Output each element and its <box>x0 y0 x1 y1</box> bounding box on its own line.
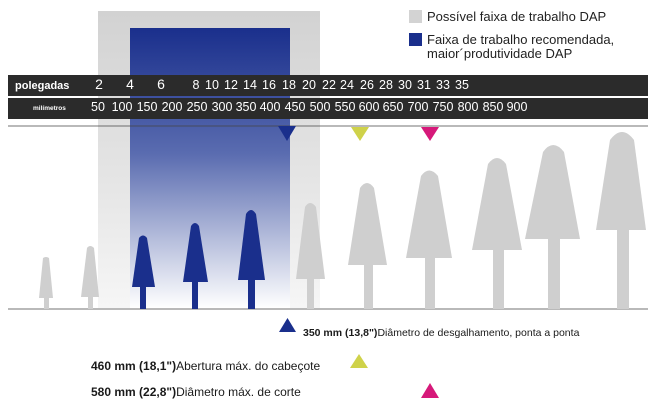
note-navy: 350 mm (13,8")Diâmetro de desgalhamento,… <box>303 327 579 339</box>
mm-tick-750: 750 <box>432 100 454 114</box>
inch-tick-26: 26 <box>360 78 374 92</box>
mm-scale-bar <box>8 98 648 119</box>
inch-tick-31: 31 <box>417 78 431 92</box>
note-magenta-text: Diâmetro máx. de corte <box>176 385 301 399</box>
legend-possible-label: Possível faixa de trabalho DAP <box>427 9 607 24</box>
note-navy-value: 350 mm (13,8") <box>303 327 378 339</box>
tree-6 <box>296 203 325 309</box>
mm-tick-250: 250 <box>186 100 208 114</box>
inch-tick-28: 28 <box>379 78 393 92</box>
mm-tick-550: 550 <box>334 100 356 114</box>
mm-tick-400: 400 <box>259 100 281 114</box>
inch-tick-20: 20 <box>302 78 316 92</box>
mm-tick-900: 900 <box>506 100 528 114</box>
tree-4 <box>183 223 208 309</box>
legend-swatch-recommended <box>409 33 422 46</box>
mm-tick-500: 500 <box>309 100 331 114</box>
tree-8 <box>406 170 452 309</box>
mm-tick-850: 850 <box>482 100 504 114</box>
recommended-range-band <box>130 28 290 308</box>
legend-recommended-line1: Faixa de trabalho recomendada, <box>427 32 615 47</box>
marker-navy-triangle <box>278 126 296 141</box>
mm-tick-650: 650 <box>382 100 404 114</box>
note-yellow-triangle <box>350 354 368 368</box>
tree-11 <box>596 132 646 309</box>
inch-tick-18: 18 <box>282 78 296 92</box>
inch-tick-24: 24 <box>340 78 354 92</box>
tree-2 <box>81 246 99 309</box>
note-navy-triangle <box>279 318 296 332</box>
legend-recommended-label: Faixa de trabalho recomendada, maior´pro… <box>427 33 614 61</box>
tree-10 <box>525 145 580 309</box>
inch-tick-16: 16 <box>262 78 276 92</box>
mm-tick-300: 300 <box>211 100 233 114</box>
inch-tick-30: 30 <box>398 78 412 92</box>
inch-tick-12: 12 <box>224 78 238 92</box>
mm-tick-800: 800 <box>457 100 479 114</box>
note-yellow-text: Abertura máx. do cabeçote <box>176 359 321 373</box>
marker-magenta-triangle <box>421 127 439 141</box>
tree-3 <box>132 235 155 309</box>
note-magenta: 580 mm (22,8")Diâmetro máx. de corte <box>91 385 301 399</box>
inch-tick-33: 33 <box>436 78 450 92</box>
inches-scale-bar <box>8 75 648 96</box>
inch-tick-22: 22 <box>322 78 336 92</box>
mm-tick-700: 700 <box>407 100 429 114</box>
mm-tick-150: 150 <box>136 100 158 114</box>
inch-tick-35: 35 <box>455 78 469 92</box>
note-yellow: 460 mm (18,1")Abertura máx. do cabeçote <box>91 359 320 373</box>
mm-tick-100: 100 <box>111 100 133 114</box>
inch-tick-2: 2 <box>95 76 103 92</box>
inch-tick-6: 6 <box>157 76 165 92</box>
tree-7 <box>348 183 387 309</box>
tree-5 <box>238 210 265 309</box>
inch-tick-8: 8 <box>192 78 200 92</box>
mm-tick-200: 200 <box>161 100 183 114</box>
note-magenta-triangle <box>421 383 439 398</box>
note-magenta-value: 580 mm (22,8") <box>91 385 177 399</box>
inches-label: polegadas <box>15 80 70 92</box>
mm-tick-600: 600 <box>358 100 380 114</box>
legend-recommended-line2: maior´produtividade DAP <box>427 46 573 61</box>
mm-label: milímetros <box>33 105 66 112</box>
note-yellow-value: 460 mm (18,1") <box>91 359 177 373</box>
mm-tick-50: 50 <box>91 100 105 114</box>
mm-tick-450: 450 <box>284 100 306 114</box>
tree-1 <box>39 257 53 309</box>
tree-9 <box>472 158 522 309</box>
inch-tick-4: 4 <box>126 76 134 92</box>
legend-swatch-possible <box>409 10 422 23</box>
inch-tick-10: 10 <box>205 78 219 92</box>
inch-tick-14: 14 <box>243 78 257 92</box>
marker-yellow-triangle <box>351 127 369 141</box>
mm-tick-350: 350 <box>235 100 257 114</box>
note-navy-text: Diâmetro de desgalhamento, ponta a ponta <box>377 327 580 339</box>
